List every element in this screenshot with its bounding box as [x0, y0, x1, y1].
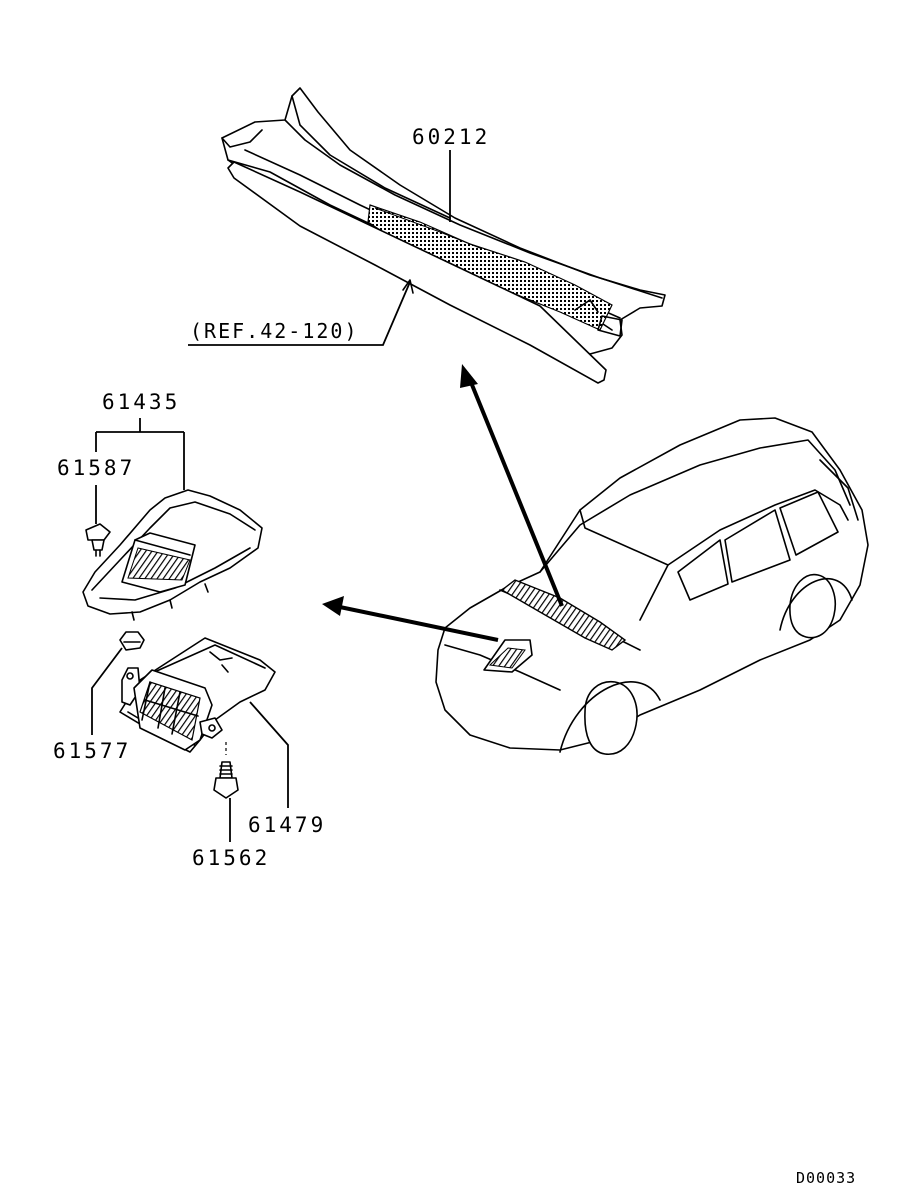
callout-61587: 61587 [57, 456, 136, 480]
leader-ref [188, 281, 411, 346]
car-illustration [435, 417, 869, 755]
clip-61587 [85, 523, 111, 557]
callout-61577: 61577 [53, 739, 132, 763]
callout-61435: 61435 [102, 390, 181, 414]
scoop-duct-bracket [119, 637, 276, 753]
bolt-61562 [213, 742, 239, 799]
callout-60212: 60212 [412, 125, 491, 149]
cowl-top-panel [221, 87, 666, 384]
callout-ref-42-120: (REF.42-120) [190, 319, 359, 343]
callout-61479: 61479 [248, 813, 327, 837]
leader-61479 [249, 701, 289, 808]
grommet-61577 [119, 631, 145, 651]
arrow-to-scoop [322, 596, 499, 642]
arrow-to-cowl [460, 364, 564, 607]
leader-61577 [91, 647, 123, 735]
drawing-code: D00033 [796, 1169, 857, 1187]
hood-scoop [82, 489, 263, 621]
callout-61562: 61562 [192, 846, 271, 870]
leader-61435 [95, 418, 185, 490]
